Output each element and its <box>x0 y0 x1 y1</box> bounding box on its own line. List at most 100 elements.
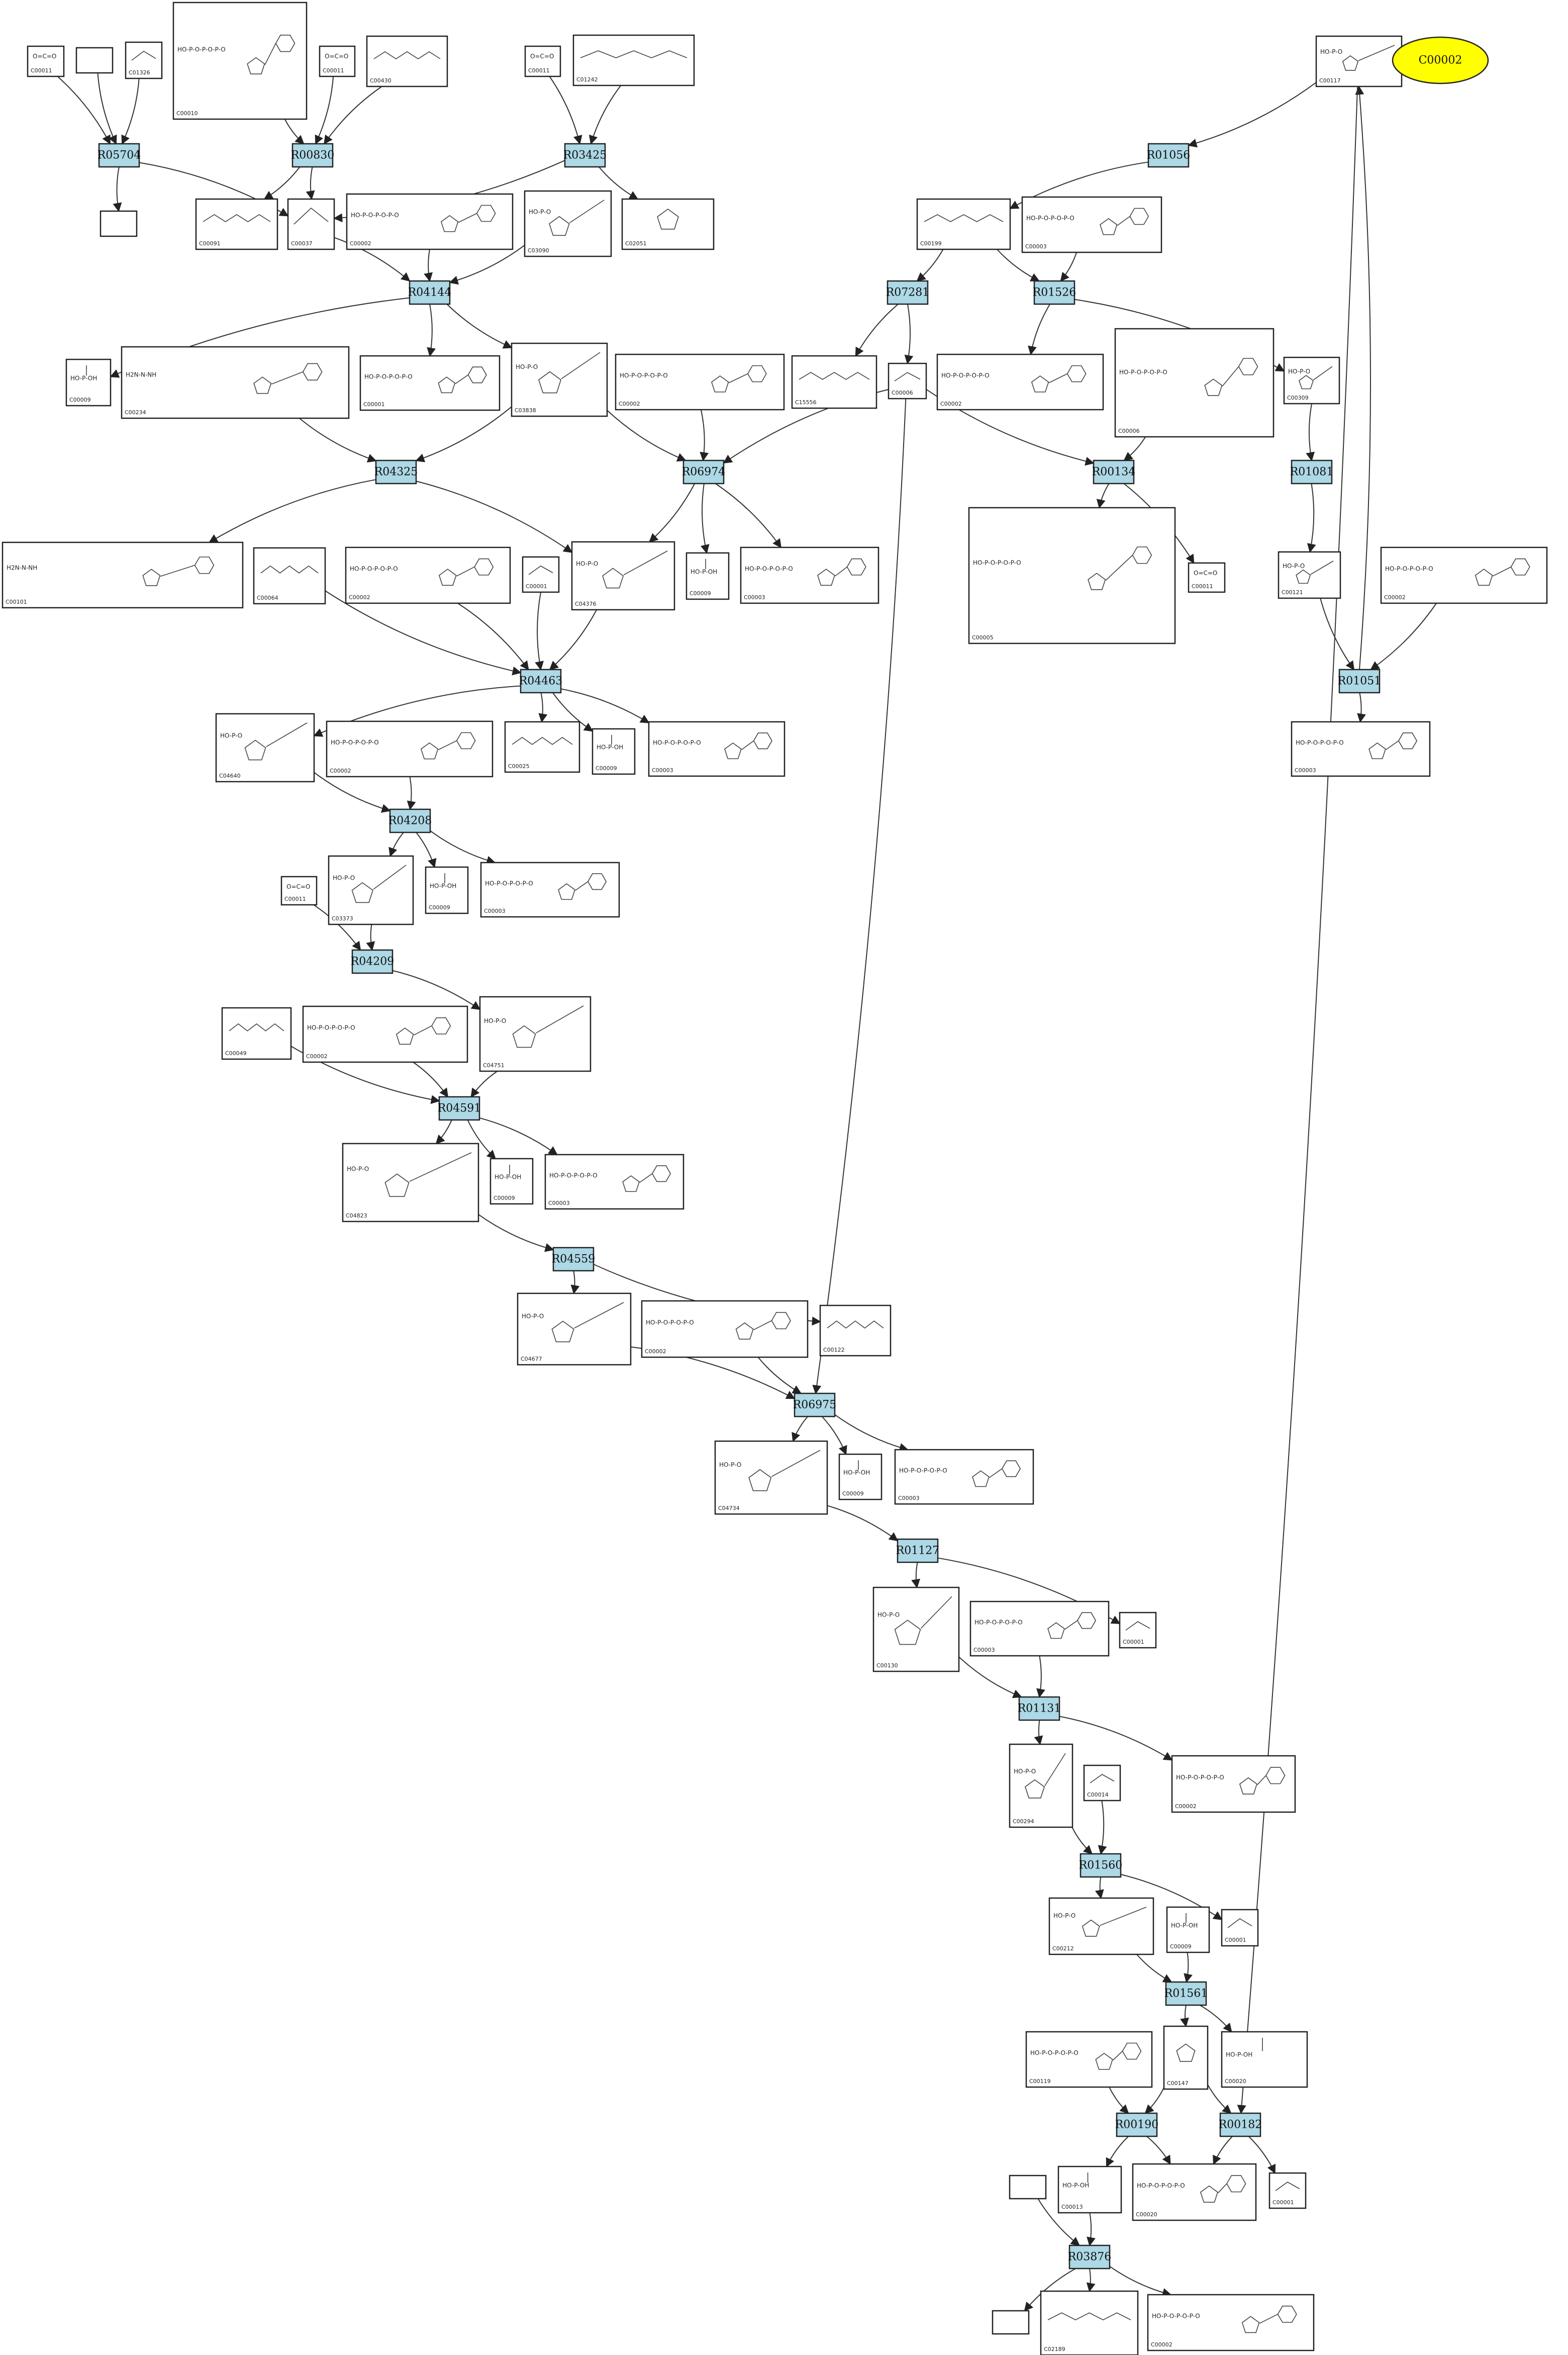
compound-node[interactable]: C00122 <box>819 1304 892 1357</box>
compound-node[interactable]: C00001 <box>1119 1612 1157 1649</box>
reaction-node[interactable]: R04325 <box>374 459 418 485</box>
reaction-node[interactable]: R04209 <box>351 949 395 974</box>
reaction-node[interactable]: R04559 <box>552 1247 596 1272</box>
compound-node[interactable]: C00199 <box>916 198 1011 250</box>
reaction-node[interactable]: R01051 <box>1338 669 1382 694</box>
compound-node[interactable]: C01242 <box>572 34 695 86</box>
reaction-node[interactable]: R03425 <box>563 143 607 168</box>
compound-node[interactable]: C02051 <box>621 198 715 250</box>
compound-node[interactable]: C01326 <box>125 41 163 79</box>
reaction-node[interactable]: R07281 <box>886 280 930 305</box>
reaction-node[interactable]: R01560 <box>1079 1853 1123 1878</box>
reaction-node[interactable]: R03876 <box>1068 2244 1112 2270</box>
compound-node[interactable] <box>992 2310 1030 2335</box>
reaction-node[interactable]: R00190 <box>1115 2112 1159 2137</box>
reaction-node[interactable]: R06974 <box>682 459 726 485</box>
compound-node[interactable]: C00064 <box>253 547 326 605</box>
reaction-node[interactable]: R00182 <box>1219 2112 1262 2137</box>
compound-node[interactable]: C00430 <box>366 35 448 87</box>
compound-node[interactable] <box>100 210 138 237</box>
reaction-node[interactable]: R06975 <box>793 1392 837 1418</box>
reaction-node[interactable]: R04144 <box>408 280 452 305</box>
reaction-node[interactable]: R04463 <box>519 669 563 694</box>
highlight-node[interactable]: C00002 <box>1392 36 1489 84</box>
compound-node[interactable]: C00147 <box>1163 2025 1209 2090</box>
compound-node[interactable]: C00001 <box>522 556 560 593</box>
compound-node[interactable] <box>1009 2175 1047 2200</box>
compound-node[interactable]: C00037 <box>287 198 335 250</box>
reaction-node[interactable]: R01561 <box>1164 1981 1208 2006</box>
compound-node[interactable]: C00001 <box>1268 2172 1307 2209</box>
compound-node[interactable]: C00006 <box>888 362 927 400</box>
reaction-node[interactable]: R05704 <box>97 143 141 168</box>
reaction-node[interactable]: R04591 <box>438 1096 481 1121</box>
compound-node[interactable]: C02189 <box>1040 2290 1139 2355</box>
compound-node[interactable]: C00014 <box>1083 1764 1121 1802</box>
reaction-node[interactable]: R01127 <box>896 1538 940 1563</box>
reaction-node[interactable]: R01081 <box>1290 459 1334 485</box>
compound-node[interactable]: C15556 <box>791 355 877 409</box>
reaction-node[interactable]: R00134 <box>1092 459 1136 485</box>
compound-node[interactable]: C00091 <box>195 198 278 250</box>
compound-node[interactable]: C00049 <box>221 1007 292 1060</box>
reaction-node[interactable]: R01131 <box>1018 1696 1061 1721</box>
compound-node[interactable] <box>75 47 114 74</box>
compound-node[interactable]: C00025 <box>504 721 580 773</box>
reaction-node[interactable]: R04208 <box>388 808 432 833</box>
